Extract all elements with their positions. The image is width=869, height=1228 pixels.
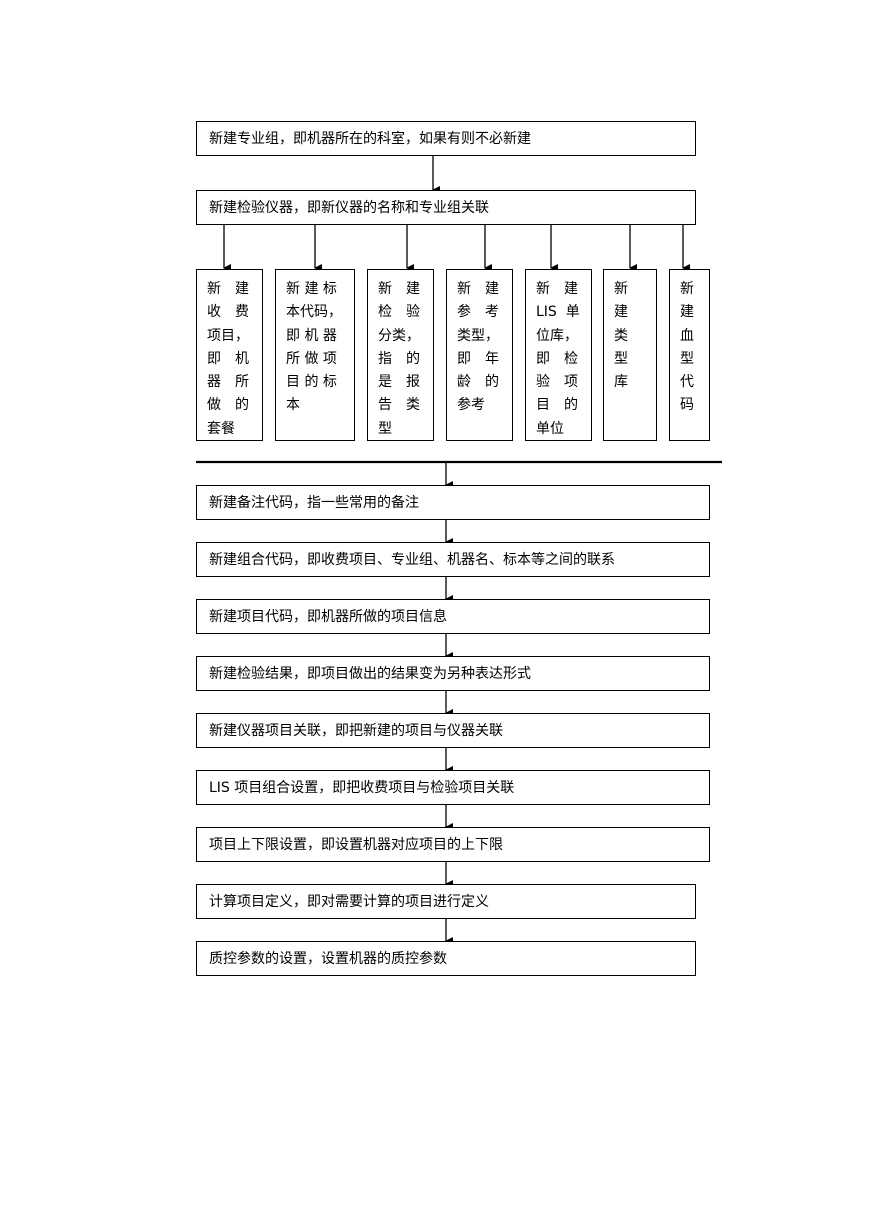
step-text: 新建仪器项目关联，即把新建的项目与仪器关联 — [209, 723, 503, 739]
branch-type-library: 新 建 类 型 库 — [603, 269, 657, 441]
branch-line: 套餐 — [207, 420, 235, 437]
branch-line: 型 — [680, 350, 694, 367]
branch-line: 即 检 — [536, 350, 578, 367]
branch-line: 参 考 — [457, 304, 499, 321]
branch-line: 即 机 — [207, 350, 249, 367]
step-calc-item-definition: 计算项目定义，即对需要计算的项目进行定义 — [196, 884, 696, 919]
step-instrument-item-link: 新建仪器项目关联，即把新建的项目与仪器关联 — [196, 713, 710, 748]
branch-line: 分类， — [378, 327, 420, 344]
step-test-result: 新建检验结果，即项目做出的结果变为另种表达形式 — [196, 656, 710, 691]
branch-line: 目 的 标 — [286, 374, 337, 391]
step-text: 新建专业组，即机器所在的科室，如果有则不必新建 — [209, 131, 531, 147]
branch-line: 库 — [614, 374, 628, 391]
branch-line: 新 建 — [207, 281, 249, 297]
branch-line: 告 类 — [378, 397, 420, 414]
step-text: 质控参数的设置，设置机器的质控参数 — [209, 951, 447, 967]
branch-line: 本 — [286, 397, 300, 414]
step-lis-combination-setup: LIS 项目组合设置，即把收费项目与检验项目关联 — [196, 770, 710, 805]
step-text: 项目上下限设置，即设置机器对应项目的上下限 — [209, 837, 503, 853]
branch-line: 新 建 — [536, 281, 578, 297]
branch-specimen-code: 新 建 标 本代码， 即 机 器 所 做 项 目 的 标 本 — [275, 269, 355, 441]
step-text: 计算项目定义，即对需要计算的项目进行定义 — [209, 894, 489, 910]
branch-line: 收 费 — [207, 304, 249, 321]
branch-lis-unit-library: 新 建 LIS 单 位库， 即 检 验 项 目 的 单位 — [525, 269, 592, 441]
step-text: 新建组合代码，即收费项目、专业组、机器名、标本等之间的联系 — [209, 552, 615, 568]
step-create-instrument: 新建检验仪器，即新仪器的名称和专业组关联 — [196, 190, 696, 225]
branch-charge-item: 新 建 收 费 项目， 即 机 器 所 做 的 套餐 — [196, 269, 263, 441]
step-remark-code: 新建备注代码，指一些常用的备注 — [196, 485, 710, 520]
branch-line: 新 — [614, 281, 628, 297]
branch-line: 本代码， — [286, 304, 342, 321]
branch-line: 血 — [680, 327, 694, 344]
step-item-code: 新建项目代码，即机器所做的项目信息 — [196, 599, 710, 634]
step-item-limits: 项目上下限设置，即设置机器对应项目的上下限 — [196, 827, 710, 862]
branch-line: 新 建 — [378, 281, 420, 297]
branch-line: 即 机 器 — [286, 327, 337, 344]
branch-line: 型 — [378, 420, 392, 437]
branch-line: 项目， — [207, 327, 249, 344]
branch-line: 检 验 — [378, 304, 420, 321]
branch-line: 目 的 — [536, 397, 578, 414]
branch-line: 型 — [614, 350, 628, 367]
branch-line: 新 — [680, 281, 694, 297]
branch-line: 器 所 — [207, 374, 249, 391]
branch-line: LIS 单 — [536, 304, 580, 321]
branch-line: 所 做 项 — [286, 350, 337, 367]
branch-line: 指 的 — [378, 350, 420, 367]
branch-line: 建 — [680, 304, 694, 321]
branch-line: 类 — [614, 327, 628, 344]
step-create-specialty-group: 新建专业组，即机器所在的科室，如果有则不必新建 — [196, 121, 696, 156]
branch-test-category: 新 建 检 验 分类， 指 的 是 报 告 类 型 — [367, 269, 434, 441]
branch-line: 位库， — [536, 327, 578, 344]
branch-line: 是 报 — [378, 374, 420, 391]
branch-line: 即 年 — [457, 350, 499, 367]
branch-line: 类型， — [457, 327, 499, 344]
branch-line: 龄 的 — [457, 374, 499, 391]
step-text: LIS 项目组合设置，即把收费项目与检验项目关联 — [209, 780, 515, 796]
branch-line: 单位 — [536, 420, 564, 437]
step-text: 新建检验结果，即项目做出的结果变为另种表达形式 — [209, 666, 531, 682]
branch-line: 做 的 — [207, 397, 249, 414]
step-qc-parameters: 质控参数的设置，设置机器的质控参数 — [196, 941, 696, 976]
branch-line: 新 建 — [457, 281, 499, 297]
step-text: 新建检验仪器，即新仪器的名称和专业组关联 — [209, 200, 489, 216]
branch-line: 参考 — [457, 397, 485, 414]
step-text: 新建备注代码，指一些常用的备注 — [209, 495, 419, 511]
step-text: 新建项目代码，即机器所做的项目信息 — [209, 609, 447, 625]
branch-line: 验 项 — [536, 374, 578, 391]
step-combination-code: 新建组合代码，即收费项目、专业组、机器名、标本等之间的联系 — [196, 542, 710, 577]
branch-blood-type-code: 新 建 血 型 代 码 — [669, 269, 710, 441]
branch-reference-type: 新 建 参 考 类型， 即 年 龄 的 参考 — [446, 269, 513, 441]
branch-line: 新 建 标 — [286, 281, 337, 297]
branch-line: 码 — [680, 397, 694, 414]
branch-line: 代 — [680, 374, 694, 391]
branch-line: 建 — [614, 304, 628, 321]
